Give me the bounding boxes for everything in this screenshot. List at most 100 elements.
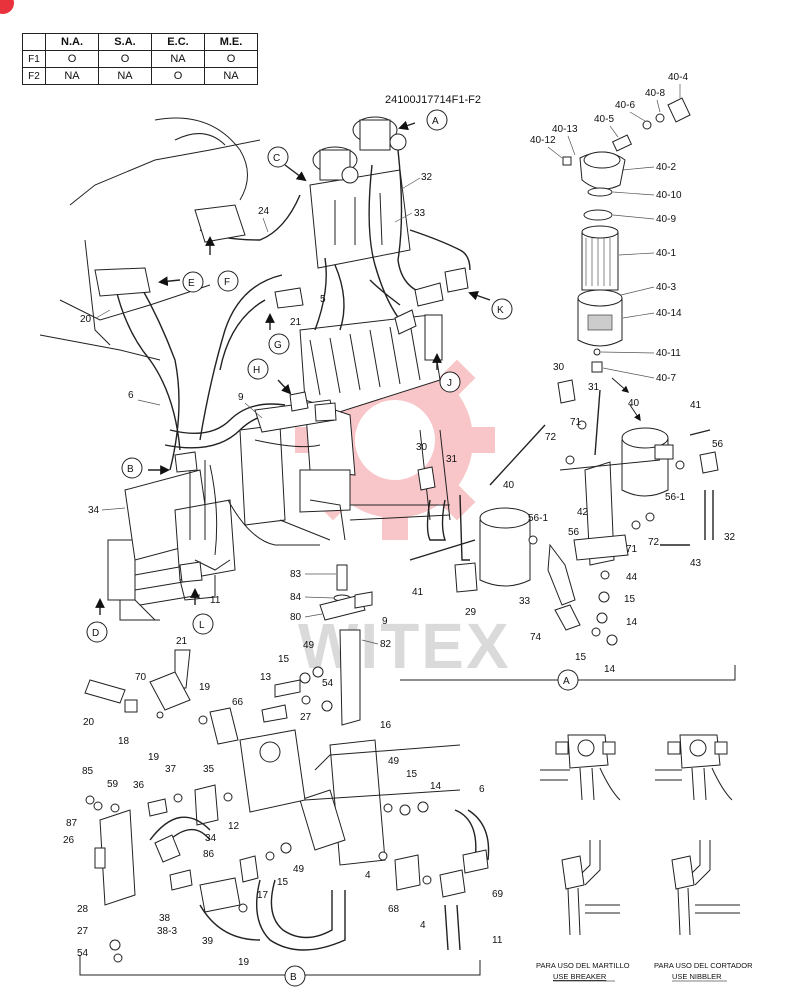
part-label: 19 [148,752,160,763]
part-label: 11 [492,935,503,946]
view-label-j: J [447,378,452,389]
view-callouts-main: A C F E G H J K B D L [86,109,513,643]
filter-part-labels: 40-4 40-8 40-6 40-5 40-13 40-12 40-2 40-… [530,72,688,384]
part-label: 4 [365,870,371,881]
detail-a-drawing [409,377,719,646]
part-label: 40-2 [656,162,676,173]
part-label: 6 [479,784,485,795]
part-label: 40-3 [656,282,676,293]
part-label: 40-9 [656,214,676,225]
part-label: 34 [88,505,100,516]
view-label-e: E [188,278,195,289]
part-label: 86 [203,849,215,860]
part-label: 21 [290,317,302,328]
part-label: 54 [322,678,334,689]
part-label: 29 [465,607,477,618]
part-label: 42 [577,507,589,518]
part-label: 17 [257,890,269,901]
part-label: 82 [380,639,392,650]
part-label: 32 [421,172,433,183]
part-label: 84 [290,592,302,603]
part-label: 40 [628,398,640,409]
part-label: 71 [570,417,582,428]
view-label-d: D [92,628,99,639]
detail-a-bracket [400,665,736,681]
part-label: 31 [446,454,458,465]
part-label: 30 [416,442,428,453]
part-label: 69 [492,889,504,900]
view-label-g: G [274,340,282,351]
part-label: 15 [277,877,289,888]
part-label: 74 [530,632,542,643]
main-assembly-drawing [39,116,471,621]
part-label: 40-6 [615,100,635,111]
part-label: 68 [388,904,400,915]
detail-a-title: A [563,676,570,687]
part-label: 40-13 [552,124,578,135]
caption-nibbler-en: USE NIBBLER [672,972,722,981]
part-label: 34 [205,833,217,844]
part-label: 9 [382,616,388,627]
part-label: 56 [712,439,724,450]
view-label-k: K [497,305,504,316]
part-label: 14 [626,617,638,628]
part-label: 39 [202,936,214,947]
part-label: 41 [412,587,424,598]
part-label: 72 [648,537,660,548]
part-label: 38 [159,913,171,924]
part-label: 15 [575,652,587,663]
part-label: 30 [553,362,565,373]
part-label: 28 [77,904,89,915]
part-label: 72 [545,432,557,443]
caption-breaker-es: PARA USO DEL MARTILLO [536,961,630,970]
part-label: 24 [258,206,270,217]
part-label: 33 [519,596,531,607]
part-label: 20 [83,717,95,728]
part-label: 21 [176,636,188,647]
part-label: 26 [63,835,75,846]
part-label: 14 [604,664,616,675]
part-label: 56 [568,527,580,538]
table-cell: NA [151,50,205,68]
part-label: 40-11 [656,348,681,359]
part-label: 16 [380,720,392,731]
corner-badge [0,0,14,14]
detail-b-drawing [84,564,490,963]
part-label: 85 [82,766,94,777]
part-label: 71 [626,544,638,555]
view-label-b: B [127,464,134,475]
part-label: 40-7 [656,373,676,384]
part-label: 40-4 [668,72,688,83]
part-label: 43 [690,558,702,569]
part-label: 80 [290,612,302,623]
part-label: 19 [199,682,211,693]
breaker-bottom-detail [561,840,620,936]
part-label: 32 [724,532,736,543]
detail-a-labels: 30 31 40 41 71 72 56 56-1 30 31 40 42 72… [412,362,736,675]
part-label: 15 [624,594,636,605]
part-label: 40-12 [530,135,556,146]
part-label: 14 [430,781,442,792]
table-cell: NA [45,67,99,85]
part-label: 20 [80,314,92,325]
part-label: 56-1 [528,513,548,524]
part-label: 44 [626,572,638,583]
part-label: 41 [690,400,702,411]
part-label: 66 [232,697,244,708]
part-label: 40-5 [594,114,614,125]
table-cell: NA [204,67,258,85]
part-label: 38-3 [157,926,177,937]
view-label-c: C [273,153,280,164]
part-label: 15 [278,654,290,665]
detail-b-title: B [290,972,297,983]
part-label: 83 [290,569,302,580]
view-label-f: F [224,277,230,288]
detail-b-callout [284,965,306,987]
part-label: 19 [238,957,250,968]
part-label: 12 [228,821,240,832]
part-label: 15 [406,769,418,780]
part-label: 36 [133,780,145,791]
part-label: 49 [293,864,305,875]
breaker-top-detail [540,734,621,801]
variant-captions: PARA USO DEL MARTILLO USE BREAKER PARA U… [536,961,753,982]
